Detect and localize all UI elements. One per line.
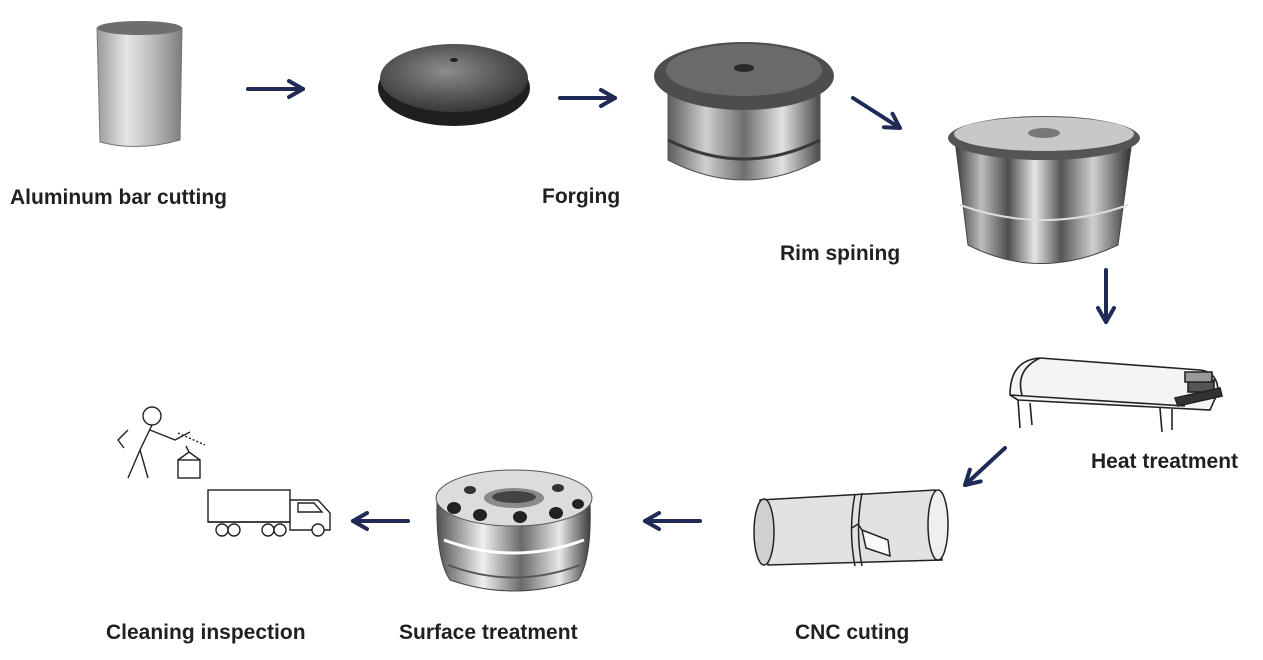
inspection-shipping-image [117,406,331,537]
flow-arrows [246,79,1116,531]
step-label-cnc-cuting: CNC cuting [795,621,910,644]
aluminum-bar-image [96,21,183,147]
step-label-cleaning-inspection: Cleaning inspection [106,621,306,644]
arrow-5 [963,446,1007,487]
step-label-forging: Forging [542,185,621,208]
forged-disc-image [378,44,530,126]
step-label-aluminum-bar-cutting: Aluminum bar cutting [10,186,227,209]
step-label-surface-treatment: Surface treatment [399,621,578,644]
step-label-rim-spining: Rim spining [780,242,901,265]
forged-rim-image [654,42,834,181]
surface-treated-wheel-image [435,469,593,592]
arrow-3 [851,96,902,130]
heat-treatment-furnace-image [1009,357,1223,433]
spun-rim-image [948,116,1140,264]
cnc-cutting-image [753,489,949,567]
step-label-heat-treatment: Heat treatment [1091,450,1239,473]
